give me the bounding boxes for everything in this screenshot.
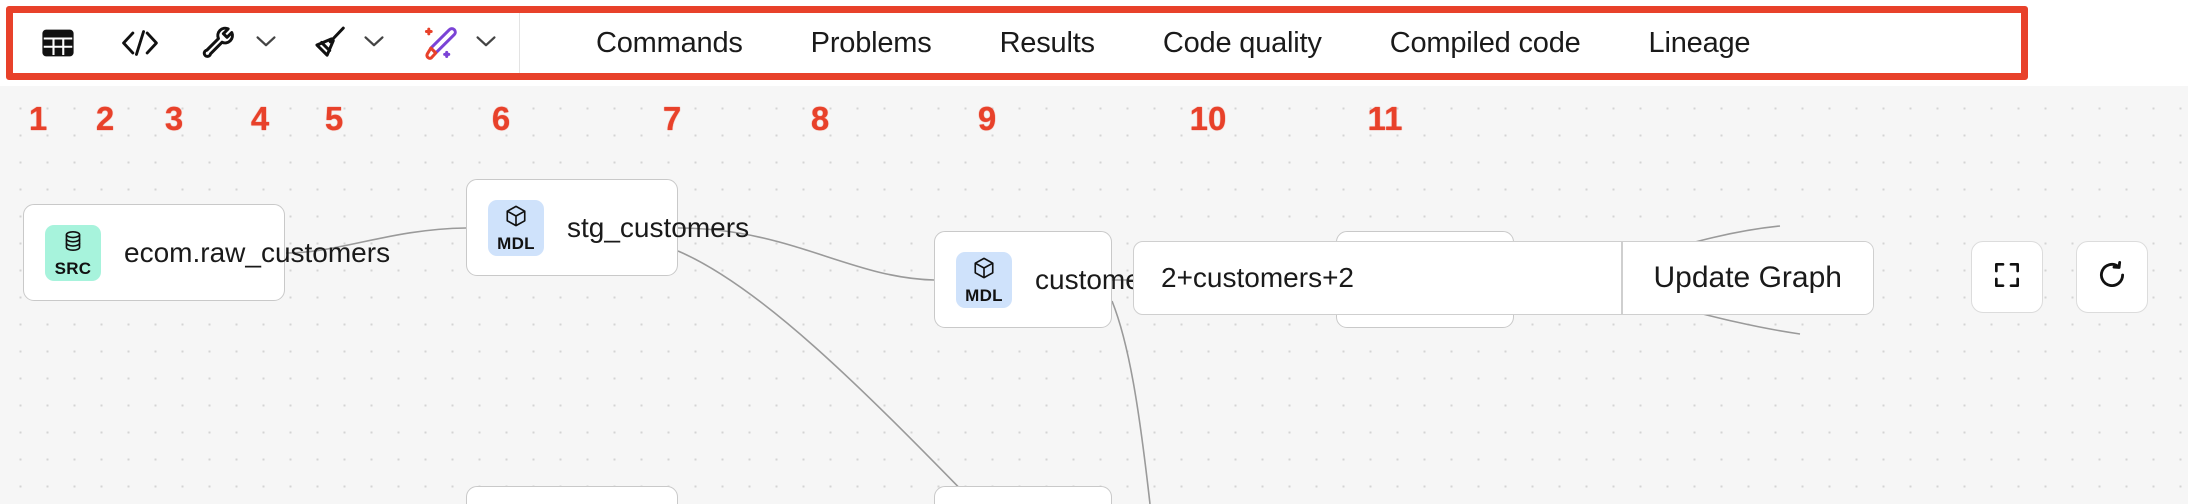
annotation-number-5: 5	[324, 100, 344, 137]
annotation-number-9: 9	[977, 100, 997, 137]
fullscreen-icon	[1991, 259, 2023, 296]
editor-toolbar: Commands Problems Results Code quality C…	[13, 13, 2021, 73]
node-badge-src: SRC	[45, 224, 101, 281]
chevron-down-icon	[362, 33, 386, 54]
tab-commands[interactable]: Commands	[596, 26, 743, 59]
refresh-button[interactable]	[2076, 241, 2148, 313]
node-badge-mdl: MDL	[488, 199, 544, 256]
chevron-down-icon	[474, 33, 498, 54]
toolbar-highlight-box: Commands Problems Results Code quality C…	[6, 6, 2028, 80]
tab-compiled-code[interactable]: Compiled code	[1389, 26, 1581, 59]
database-icon	[60, 229, 86, 258]
annotation-number-1: 1	[28, 100, 48, 137]
table-icon-button[interactable]	[31, 21, 85, 65]
code-icon	[120, 26, 160, 60]
toolbar-divider	[519, 13, 520, 73]
node-badge-label: SRC	[54, 258, 92, 278]
edge-customers-down	[1111, 300, 1151, 504]
toolbar-tabs: Commands Problems Results Code quality C…	[526, 13, 2021, 73]
graph-node-mdl-customers[interactable]: MDL customers	[934, 231, 1164, 328]
annotation-number-6: 6	[491, 100, 511, 137]
broom-dropdown-chevron[interactable]	[357, 21, 391, 65]
graph-search-input[interactable]	[1134, 242, 1621, 314]
annotation-number-10: 10	[1189, 100, 1227, 137]
refresh-icon	[2095, 258, 2129, 297]
node-label: ecom.raw_customers	[124, 236, 391, 268]
chevron-down-icon	[254, 33, 278, 54]
annotation-number-2: 2	[95, 100, 115, 137]
toolbar-icon-group	[13, 13, 517, 73]
wrench-icon-button[interactable]	[193, 21, 249, 65]
graph-search-group: Update Graph	[1133, 241, 1874, 315]
magic-wand-dropdown-chevron[interactable]	[469, 21, 503, 65]
magic-wand-icon-button[interactable]	[413, 21, 469, 65]
tab-lineage[interactable]: Lineage	[1648, 26, 1751, 59]
broom-icon-button[interactable]	[301, 21, 357, 65]
magic-wand-icon	[422, 24, 460, 62]
annotation-number-3: 3	[164, 100, 184, 137]
graph-node-src-ecom-raw-customers[interactable]: SRC ecom.raw_customers	[23, 204, 390, 301]
cube-icon	[503, 204, 529, 233]
fullscreen-button[interactable]	[1971, 241, 2043, 313]
broom-icon	[310, 24, 348, 62]
cube-icon	[971, 256, 997, 285]
graph-node-mdl-stg-customers[interactable]: MDL stg_customers	[466, 179, 749, 276]
edge-src-to-stg	[285, 227, 467, 254]
node-badge-label: MDL	[965, 285, 1003, 305]
annotation-number-4: 4	[250, 100, 270, 137]
wrench-dropdown-chevron[interactable]	[249, 21, 283, 65]
node-badge-label: MDL	[497, 233, 535, 253]
node-badge-mdl: MDL	[956, 251, 1012, 308]
node-label: stg_customers	[567, 211, 750, 243]
update-graph-button[interactable]: Update Graph	[1622, 242, 1873, 314]
graph-node-partial-bottom-right[interactable]	[934, 486, 1112, 504]
graph-node-partial-bottom-left[interactable]	[466, 486, 678, 504]
tab-code-quality[interactable]: Code quality	[1162, 26, 1322, 59]
code-icon-button[interactable]	[111, 21, 169, 65]
annotation-number-7: 7	[662, 100, 682, 137]
tab-problems[interactable]: Problems	[810, 26, 932, 59]
table-icon	[40, 25, 76, 61]
edge-stg-to-customers	[677, 227, 935, 281]
lineage-graph-canvas[interactable]: 1 2 3 4 5 6 7 8 9 10 11	[0, 86, 2188, 504]
tab-results[interactable]: Results	[999, 26, 1096, 59]
wrench-icon	[202, 24, 240, 62]
annotation-number-8: 8	[810, 100, 830, 137]
annotation-number-11: 11	[1367, 100, 1403, 137]
search-group-divider	[1621, 242, 1623, 314]
edge-stg-to-lower	[677, 250, 976, 504]
